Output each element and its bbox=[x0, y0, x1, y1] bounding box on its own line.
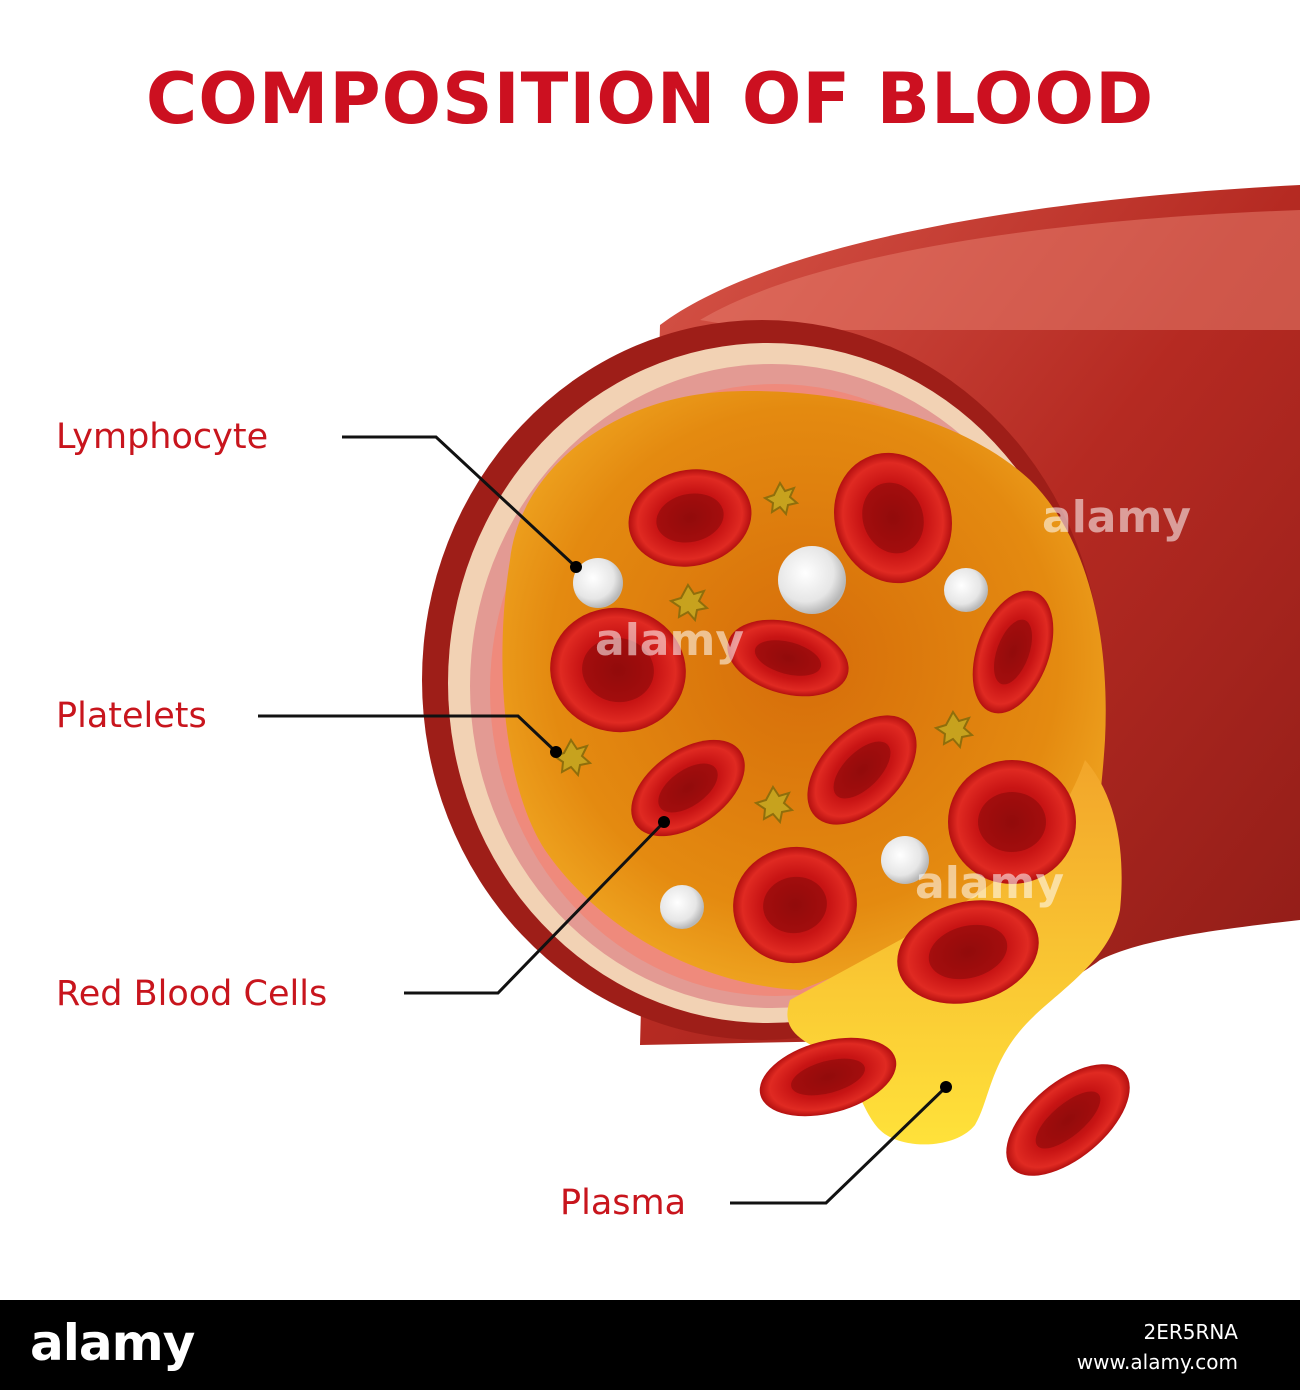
footer-url: www.alamy.com bbox=[1076, 1350, 1238, 1374]
red-blood-cell bbox=[834, 452, 952, 584]
diagram-title: COMPOSITION OF BLOOD bbox=[145, 58, 1155, 140]
platelet bbox=[762, 480, 800, 517]
red-blood-cell bbox=[550, 607, 686, 733]
leader-lymphocyte bbox=[342, 435, 578, 569]
footer-image-id: 2ER5RNA bbox=[1143, 1320, 1238, 1344]
red-blood-cell bbox=[1006, 1064, 1130, 1176]
red-blood-cell bbox=[807, 715, 917, 825]
lymphocyte-cell bbox=[778, 546, 846, 614]
leader-lines bbox=[258, 435, 948, 1205]
red-blood-cell bbox=[631, 739, 745, 837]
platelet bbox=[753, 785, 795, 825]
watermark: alamy bbox=[1042, 492, 1191, 543]
blood-vessel-illustration bbox=[258, 185, 1300, 1205]
leader-plasma bbox=[730, 1085, 948, 1205]
platelet bbox=[933, 710, 975, 750]
footer-logo: alamy bbox=[30, 1314, 195, 1372]
platelet bbox=[668, 583, 710, 623]
leader-red-blood-cells bbox=[404, 820, 666, 995]
red-blood-cell bbox=[628, 469, 752, 567]
lymphocyte-cell bbox=[944, 568, 988, 612]
label-plasma: Plasma bbox=[560, 1183, 687, 1223]
red-blood-cell bbox=[972, 590, 1054, 714]
footer-bar: alamy 2ER5RNA www.alamy.com bbox=[0, 1300, 1300, 1390]
red-blood-cell bbox=[733, 846, 857, 964]
leader-dots bbox=[550, 561, 952, 1093]
red-blood-cell bbox=[948, 760, 1076, 884]
watermark: alamy bbox=[595, 615, 744, 666]
red-blood-cell bbox=[897, 900, 1039, 1004]
watermark: alamy bbox=[915, 858, 1064, 909]
lymphocyte-cell bbox=[660, 885, 704, 929]
red-blood-cell bbox=[759, 1037, 897, 1117]
lymphocyte-cell bbox=[881, 836, 929, 884]
label-red-blood-cells: Red Blood Cells bbox=[56, 974, 328, 1014]
label-lymphocyte: Lymphocyte bbox=[56, 417, 269, 457]
red-blood-cell bbox=[727, 619, 849, 697]
platelets bbox=[551, 480, 975, 825]
vessel-highlight bbox=[700, 210, 1300, 330]
lymphocyte-cell bbox=[573, 558, 623, 608]
lymphocytes bbox=[573, 546, 988, 929]
leader-platelets bbox=[258, 714, 558, 754]
red-blood-cells bbox=[550, 452, 1130, 1176]
label-platelets: Platelets bbox=[56, 696, 207, 736]
